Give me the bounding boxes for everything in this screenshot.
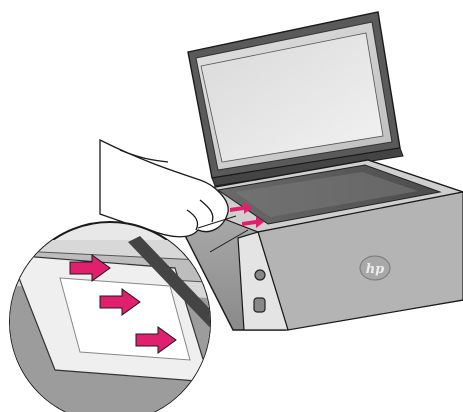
direction-arrow-icon [69,254,111,282]
logo-text: hp [366,262,385,277]
magnified-inset [9,221,211,412]
scan-button-icon[interactable] [253,297,266,313]
direction-arrow-icon [242,216,264,228]
power-icon[interactable] [254,269,266,281]
scanner-body: hp [162,159,463,331]
hand [99,138,229,238]
callout-lines [197,215,249,253]
direction-arrow-icon [230,202,252,214]
direction-arrow-icon [99,288,141,316]
direction-arrow-icon [135,326,177,354]
scan-button[interactable] [253,297,266,313]
hp-logo: hp [359,255,391,281]
scanner-lid[interactable] [187,11,404,187]
power-button[interactable] [254,269,266,281]
